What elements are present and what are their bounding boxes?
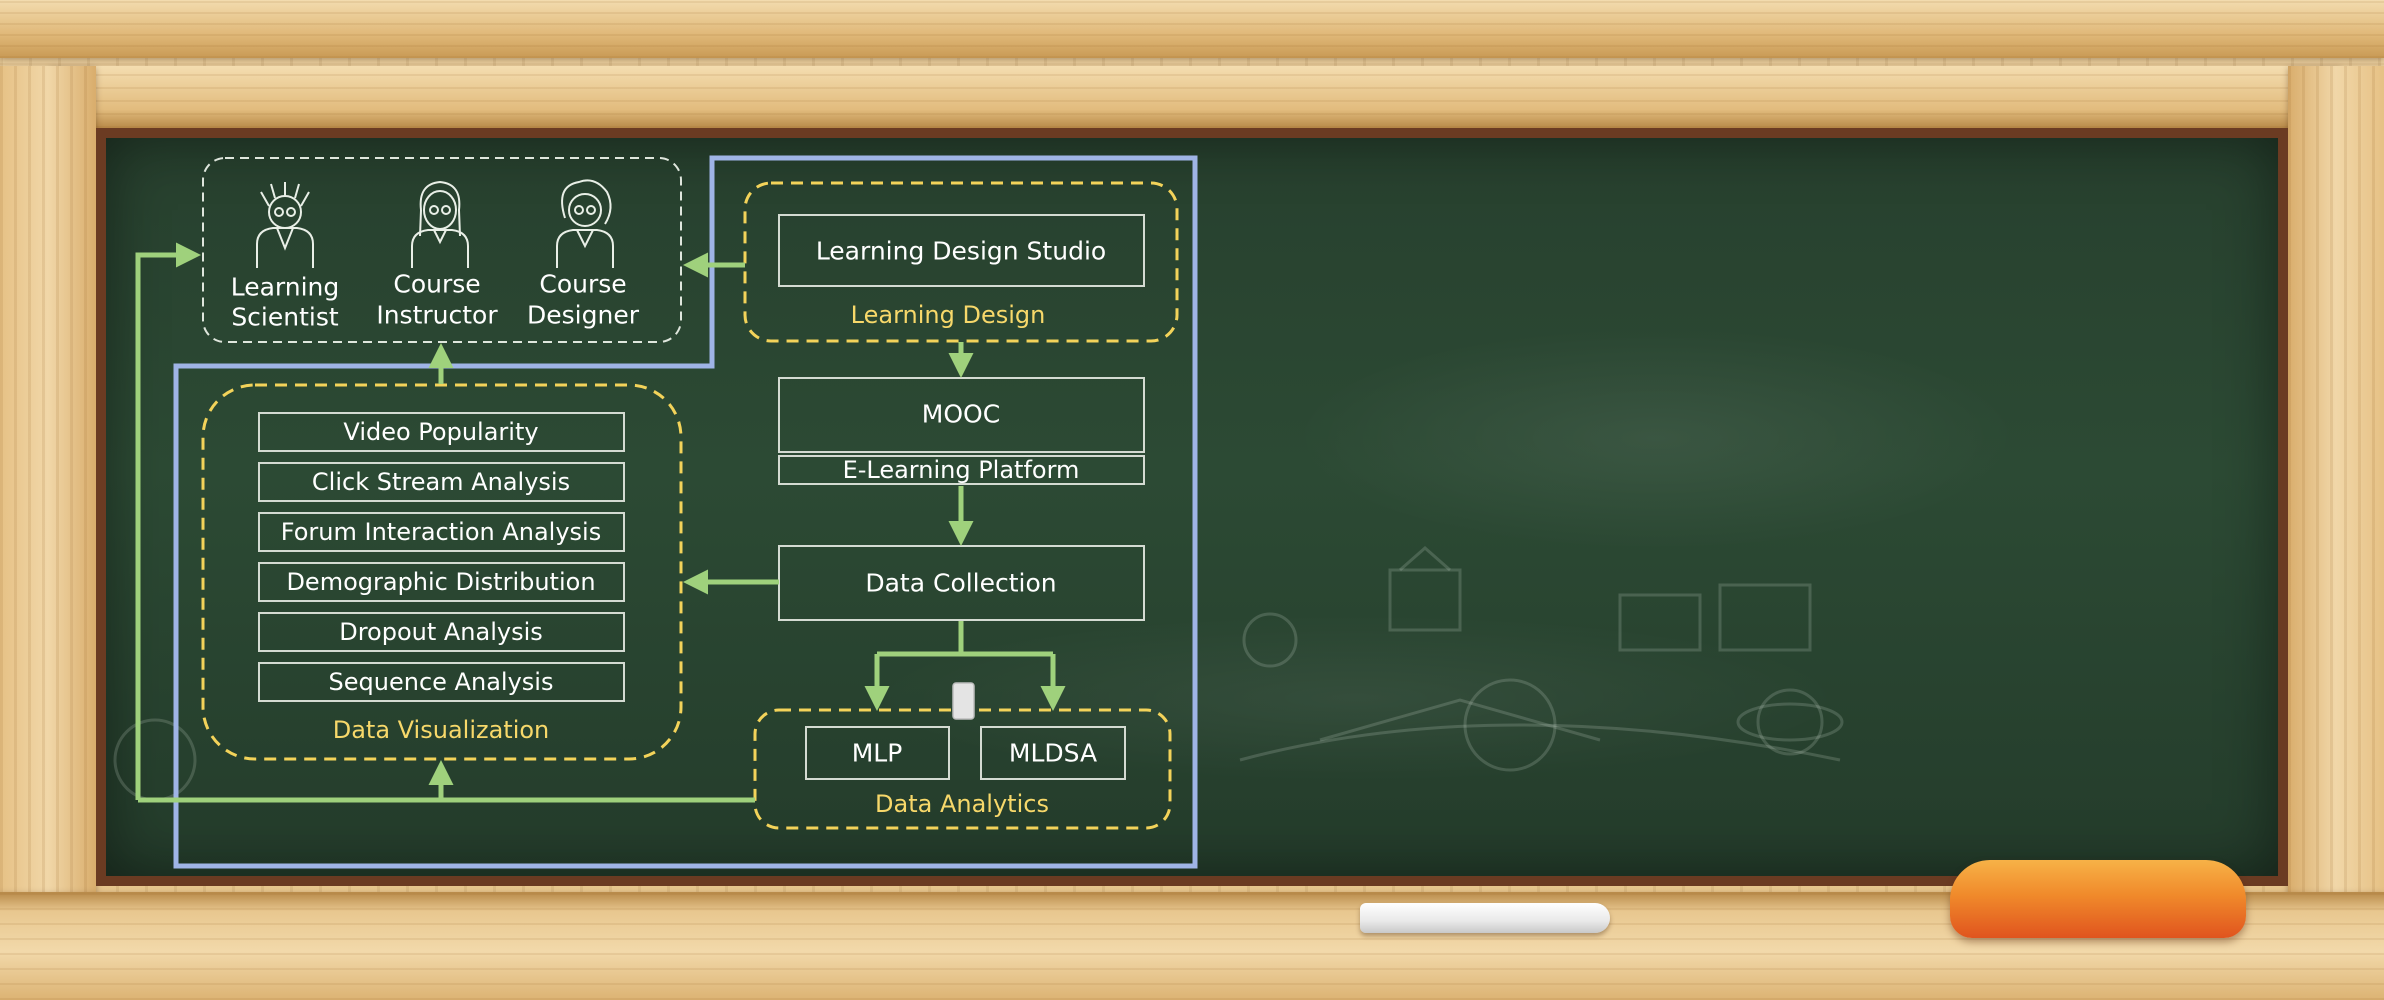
learning-design-box xyxy=(743,181,1179,343)
elearning-platform-box xyxy=(778,455,1145,485)
background-doodles xyxy=(113,546,1844,802)
data-analytics-caption: Data Analytics xyxy=(875,790,1049,818)
learning-system-outline xyxy=(173,155,1198,869)
designer-icon xyxy=(556,179,614,268)
person-label: Designer xyxy=(527,301,640,330)
visualization-item-label: Click Stream Analysis xyxy=(312,468,570,496)
eraser xyxy=(1950,860,2246,938)
visualization-item-label: Video Popularity xyxy=(343,418,538,446)
instructor-icon xyxy=(411,180,469,268)
person-label: Learning xyxy=(231,273,340,302)
person-label: Instructor xyxy=(376,301,498,330)
learning-design-studio-box xyxy=(778,214,1145,287)
visualization-item-box xyxy=(258,662,625,702)
person-label: Scientist xyxy=(231,303,339,332)
chalk-stick xyxy=(1360,903,1610,933)
learning-design-studio-label: Learning Design Studio xyxy=(816,237,1106,266)
learning-design-group: Learning Design Studio Learning Design xyxy=(743,181,1179,343)
arrow-collection-split xyxy=(877,621,1053,657)
data-collection-label: Data Collection xyxy=(865,569,1056,598)
visualization-item-label: Sequence Analysis xyxy=(329,668,554,696)
frame-top-rail xyxy=(0,0,2384,58)
scientist-icon xyxy=(256,182,314,268)
mooc-box xyxy=(778,377,1145,453)
person-label: Course xyxy=(393,270,480,299)
data-analytics-group: MLP MLDSA Data Analytics xyxy=(753,682,1172,830)
mlp-label: MLP xyxy=(852,739,903,768)
visualization-item-box xyxy=(258,412,625,452)
mlp-box xyxy=(805,726,950,780)
data-visualization-box xyxy=(201,383,683,761)
connector-handle xyxy=(952,682,975,720)
frame-upper-rail xyxy=(50,66,2340,128)
visualization-item-box xyxy=(258,562,625,602)
visualization-item-box xyxy=(258,612,625,652)
visualization-item-label: Dropout Analysis xyxy=(339,618,543,646)
person-label: Course xyxy=(539,270,626,299)
learning-design-caption: Learning Design xyxy=(851,301,1046,329)
data-visualization-group: Video Popularity Click Stream Analysis F… xyxy=(201,383,683,761)
mooc-label: MOOC xyxy=(922,400,1000,429)
stakeholders-group: Learning Scientist Course Instructor Cou… xyxy=(202,157,682,343)
arrow-analytics-to-stakeholders xyxy=(135,242,201,800)
visualization-item-label: Demographic Distribution xyxy=(286,568,595,596)
frame-left-post xyxy=(0,66,96,896)
data-visualization-caption: Data Visualization xyxy=(333,716,550,744)
mldsa-label: MLDSA xyxy=(1009,739,1097,768)
frame-right-post xyxy=(2288,66,2384,896)
elearning-platform-label: E-Learning Platform xyxy=(843,456,1080,484)
mldsa-box xyxy=(980,726,1126,780)
stakeholders-box xyxy=(202,157,682,343)
flow-arrows xyxy=(135,242,1066,803)
visualization-item-box xyxy=(258,512,625,552)
visualization-item-label: Forum Interaction Analysis xyxy=(281,518,601,546)
visualization-item-box xyxy=(258,462,625,502)
